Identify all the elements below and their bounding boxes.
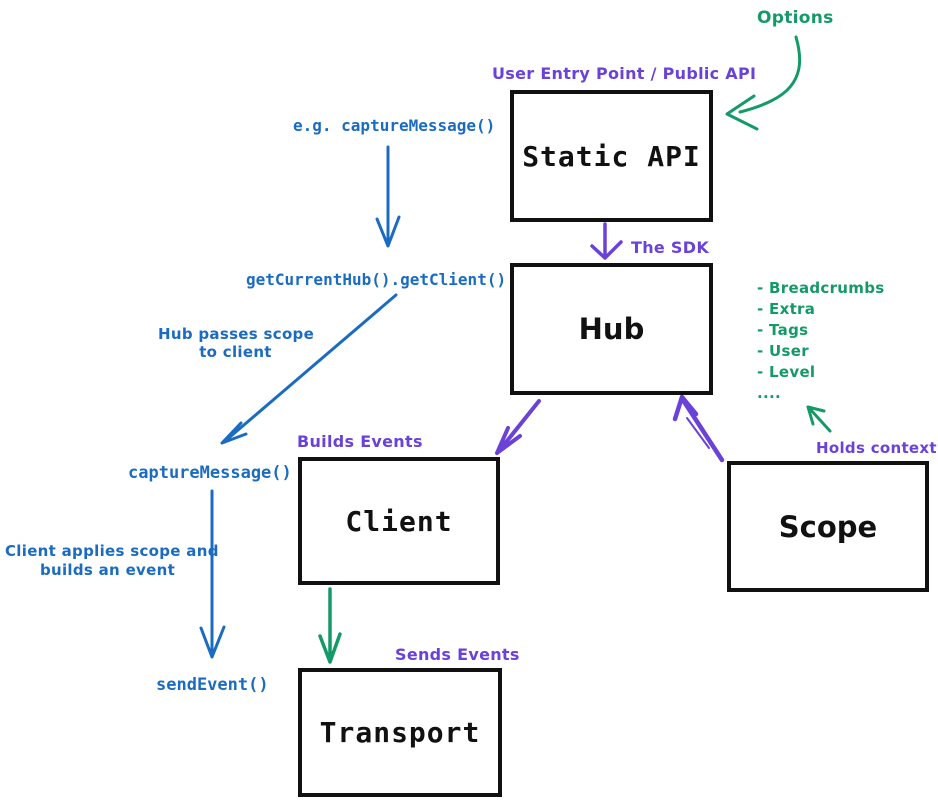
- hub-passes-scope-line2: to client: [199, 343, 272, 361]
- scope-annotation: Holds context: [816, 439, 937, 457]
- arrow-staticapi-to-hub: [590, 222, 623, 260]
- static-api-box: Static API: [510, 90, 713, 222]
- hub-passes-scope-note: Hub passes scope to client: [158, 325, 315, 361]
- transport-box: Transport: [298, 668, 502, 797]
- get-client-label: getCurrentHub().getClient(): [246, 270, 507, 289]
- client-box-label: Client: [345, 504, 453, 538]
- scope-context-item: - Tags: [757, 321, 809, 339]
- static-api-box-label: Static API: [522, 139, 701, 173]
- hub-annotation: The SDK: [631, 238, 710, 257]
- arrow-options-to-staticapi: [725, 35, 802, 131]
- transport-box-label: Transport: [319, 716, 481, 749]
- example-call-label: e.g. captureMessage(): [293, 116, 496, 135]
- options-note: Options: [757, 8, 834, 28]
- scope-context-item: ....: [757, 384, 781, 402]
- hub-passes-scope-line1: Hub passes scope: [158, 325, 315, 343]
- client-applies-line2: builds an event: [39, 561, 176, 579]
- client-applies-note: Client applies scope and builds an event: [5, 542, 219, 580]
- arrow-scope-to-context-list: [806, 405, 832, 433]
- scope-box: Scope: [727, 461, 929, 592]
- send-event-label: sendEvent(): [156, 675, 269, 695]
- arrow-scope-to-hub: [672, 394, 725, 463]
- hub-box-label: Hub: [578, 312, 645, 346]
- transport-annotation: Sends Events: [395, 645, 520, 664]
- client-annotation: Builds Events: [297, 432, 423, 451]
- client-box: Client: [298, 457, 500, 585]
- scope-context-item: - Level: [757, 363, 816, 381]
- scope-context-item: - Extra: [757, 300, 816, 318]
- hub-box: Hub: [510, 263, 713, 395]
- static-api-annotation: User Entry Point / Public API: [492, 64, 757, 83]
- scope-context-item: - Breadcrumbs: [757, 279, 885, 297]
- scope-box-label: Scope: [778, 509, 878, 544]
- capture-message-label: captureMessage(): [128, 463, 292, 483]
- arrow-client-to-transport: [318, 587, 342, 664]
- arrow-example-call-to-getclient: [375, 145, 401, 248]
- client-applies-line1: Client applies scope and: [5, 542, 219, 560]
- scope-context-list: - Breadcrumbs - Extra - Tags - User - Le…: [757, 278, 884, 404]
- arrow-hub-to-client: [495, 399, 541, 455]
- scope-context-item: - User: [757, 342, 809, 360]
- arrow-getclient-to-capturemessage: [220, 293, 398, 445]
